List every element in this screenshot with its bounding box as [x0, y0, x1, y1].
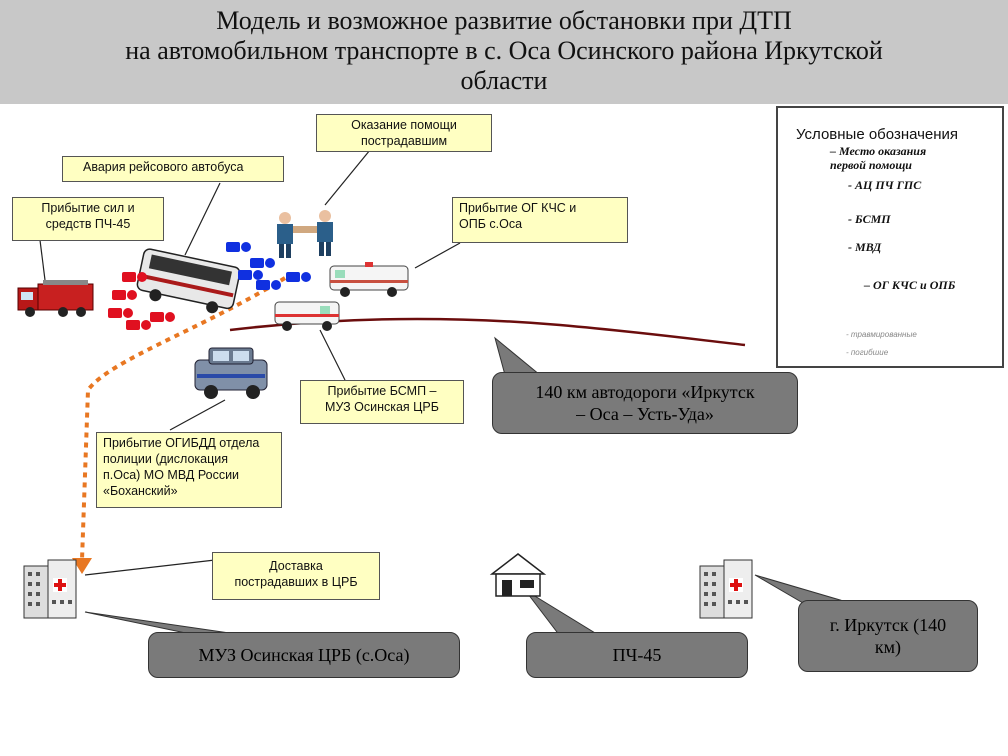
legend-first-aid-line-1: – Место оказания [830, 144, 927, 158]
callout-road-km: 140 км автодороги «Иркутск – Оса – Усть-… [492, 372, 798, 434]
legend-mvd-label: - МВД [848, 240, 882, 254]
title-line-1: Модель и возможное развитие обстановки п… [216, 6, 792, 35]
pointer-help [324, 149, 371, 206]
callout-fire-station: ПЧ-45 [526, 632, 748, 678]
title-line-3: области [460, 66, 548, 95]
title-bar [0, 0, 1008, 104]
callout-bus-accident-text: Авария рейсового автобуса [83, 160, 244, 174]
page-title: Модель и возможное развитие обстановки п… [0, 6, 1008, 96]
callout-ogkchs-line-2: ОПБ с.Оса [459, 217, 523, 231]
title-line-2: на автомобильном транспорте в с. Оса Оси… [125, 36, 883, 65]
callout-ogibdd-line-2: полиции (дислокация [103, 452, 228, 466]
road-km-line-1: 140 км автодороги «Иркутск [535, 382, 755, 402]
legend-fire-label: - АЦ ПЧ ГПС [848, 178, 922, 192]
callout-bus-accident: Авария рейсового автобуса [62, 156, 284, 182]
pointer-delivery [84, 559, 216, 576]
hospital-label: МУЗ Осинская ЦРБ (с.Оса) [198, 645, 410, 665]
callout-pch45-line-2: средств ПЧ-45 [45, 217, 131, 231]
irkutsk-line-1: г. Иркутск (140 [829, 615, 947, 635]
fire-station-label: ПЧ-45 [612, 645, 662, 665]
ambulance-icon [329, 262, 409, 297]
callout-ogibdd-line-1: Прибытие ОГИБДД отдела [103, 436, 260, 450]
legend-first-aid-line-2: первой помощи [830, 158, 912, 172]
hospital-icon [23, 559, 77, 619]
hospital-icon [699, 559, 753, 619]
road-km-line-2: – Оса – Усть-Уда» [576, 404, 714, 424]
police-car-icon [194, 347, 268, 399]
callout-ogibdd-line-3: п.Оса) МО МВД России [103, 468, 240, 482]
route-arrowhead [72, 558, 92, 574]
callout-pch45-arrival: Прибытие сил и средств ПЧ-45 [12, 197, 164, 241]
callout-hospital: МУЗ Осинская ЦРБ (с.Оса) [148, 632, 460, 678]
callout-ogibdd-arrival: Прибытие ОГИБДД отдела полиции (дислокац… [96, 432, 282, 508]
legend-dead-label: - погибшие [846, 348, 889, 357]
callout-help: Оказание помощи пострадавшим [316, 114, 492, 152]
tail-pch45 [524, 589, 602, 637]
legend-first-aid-label: – Место оказания первой помощи [830, 144, 926, 172]
pointer-bsmp [319, 329, 346, 381]
callout-bsmp-line-1: Прибытие БСМП – [327, 384, 437, 398]
bus-icon [136, 248, 241, 314]
rescuer-icon [277, 210, 333, 258]
callout-delivery-line-1: Доставка [269, 559, 323, 573]
callout-ogkchs-line-1: Прибытие ОГ КЧС и [459, 201, 577, 215]
evacuation-route [80, 276, 287, 561]
callout-ogibdd-line-4: «Боханский» [103, 484, 178, 498]
pointer-pch45 [39, 239, 46, 281]
callout-bsmp-arrival: Прибытие БСМП – МУЗ Осинская ЦРБ [300, 380, 464, 424]
fire-truck-icon [17, 280, 94, 317]
legend-bsmp-label: - БСМП [848, 212, 891, 226]
pointer-ogkchs [414, 242, 461, 269]
legend-title: Условные обозначения [796, 126, 959, 143]
ambulance-icon [274, 301, 340, 331]
legend-ogkchs-label: – ОГ КЧС и ОПБ [864, 278, 956, 292]
callout-help-line-2: пострадавшим [360, 134, 448, 148]
callout-delivery-line-2: пострадавших в ЦРБ [234, 575, 358, 589]
callout-bsmp-line-2: МУЗ Осинская ЦРБ [325, 400, 439, 414]
tail-road [494, 336, 542, 376]
legend-box: Условные обозначения – Место оказания пе… [776, 106, 1004, 368]
callout-pch45-line-1: Прибытие сил и [41, 201, 135, 215]
callout-irkutsk: г. Иркутск (140 км) [798, 600, 978, 672]
fire-station-icon [489, 553, 547, 597]
callout-help-line-1: Оказание помощи [351, 118, 457, 132]
person-icon [226, 242, 311, 290]
irkutsk-line-2: км) [874, 637, 902, 657]
pointer-bus [184, 182, 221, 256]
pointer-ogibdd [169, 399, 226, 431]
callout-delivery: Доставка пострадавших в ЦРБ [212, 552, 380, 600]
person-icon [108, 272, 175, 330]
legend-injured-label: - травмированные [846, 330, 917, 339]
callout-ogkchs-arrival: Прибытие ОГ КЧС и ОПБ с.Оса [452, 197, 628, 243]
